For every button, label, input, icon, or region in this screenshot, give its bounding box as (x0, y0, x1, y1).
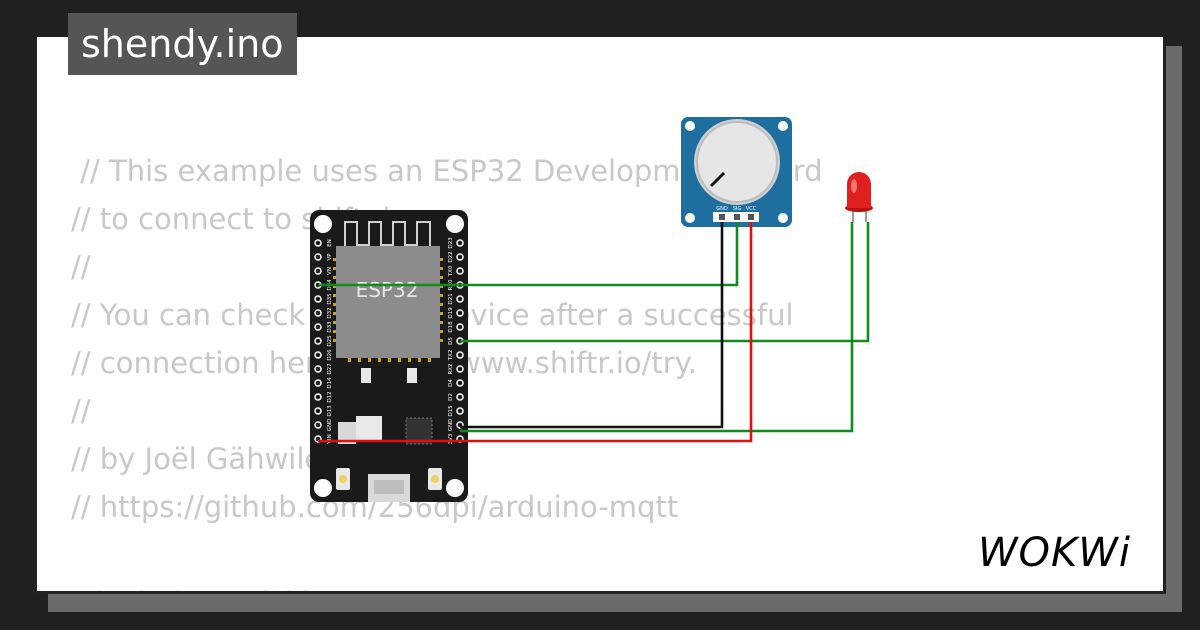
pot-pin-label: GND (716, 206, 728, 212)
pin-label: D13 (327, 405, 333, 417)
pin-label: D23 (448, 237, 454, 249)
pin-label: VIN (327, 434, 333, 444)
pin-label: D33 (327, 321, 333, 333)
pin-label: D25 (327, 335, 333, 347)
pin-label: TX0 (448, 265, 454, 277)
wire-sig[interactable] (318, 222, 739, 287)
pin-label: VN (327, 267, 333, 275)
pin-label: D15 (448, 405, 454, 417)
pin-label: VP (327, 253, 333, 261)
diagram-canvas[interactable]: // This example uses an ESP32 Developmen… (34, 34, 1166, 594)
pot-pin-label: SIG (733, 206, 742, 212)
pin-label: D35 (327, 293, 333, 305)
pin-label: D4 (448, 379, 454, 387)
code-line: // (71, 394, 91, 428)
esp32-board[interactable]: ESP32 EN VP VN (310, 210, 468, 502)
pin-label: D12 (327, 391, 333, 402)
pin-label: D27 (327, 363, 333, 375)
project-title: shendy.ino (68, 13, 297, 75)
pin-label: EN (327, 239, 333, 247)
pin-label: RX2 (448, 363, 454, 374)
pin-label: D18 (448, 321, 454, 333)
pin-label: D14 (327, 377, 333, 389)
wire-vcc[interactable] (318, 222, 753, 443)
pin-label: D22 (448, 251, 454, 262)
pin-label: D26 (327, 349, 333, 361)
esp32-module (336, 246, 440, 358)
wire-led-cathode[interactable] (460, 222, 854, 433)
wokwi-logo: WOKWi (978, 530, 1131, 576)
code-line: #include <WiFi.h> (71, 579, 345, 591)
pin-label: GND (327, 419, 333, 432)
esp32-chip-label: ESP32 (356, 278, 419, 302)
red-led[interactable] (845, 172, 873, 222)
pin-label: GND (448, 419, 454, 432)
pin-label: 3V3 (448, 433, 454, 444)
svg-text:WOKWi: WOKWi (978, 530, 1131, 576)
wires (318, 222, 870, 443)
pin-label: D19 (448, 307, 454, 319)
wire-gnd[interactable] (460, 222, 724, 429)
pot-pin-label: VCC (746, 206, 757, 212)
potentiometer-knob[interactable] (696, 121, 778, 203)
pin-label: D21 (448, 293, 454, 304)
pin-label: D32 (327, 307, 333, 318)
pin-label: D5 (448, 337, 454, 345)
pin-label: D2 (448, 393, 454, 401)
code-line: // (71, 250, 91, 284)
potentiometer[interactable]: GND SIG VCC (681, 117, 792, 227)
wire-led-anode[interactable] (460, 222, 870, 343)
pin-label: TX2 (448, 350, 454, 362)
